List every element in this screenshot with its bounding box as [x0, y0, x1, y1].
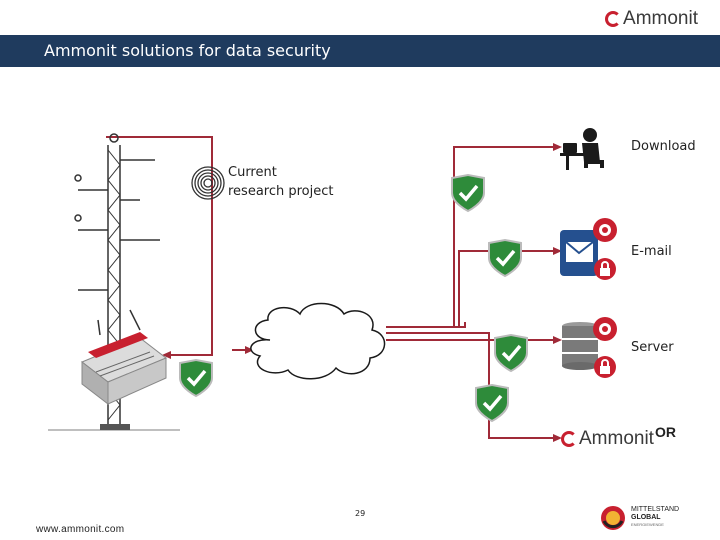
or-label: OR — [655, 424, 676, 440]
line-to-cloud-mid — [386, 322, 466, 328]
email-label: E-mail — [631, 244, 672, 259]
partner-line2: GLOBAL — [631, 514, 661, 521]
server-database-icon — [562, 322, 598, 370]
arrowheads — [162, 143, 562, 442]
page-title: Ammonit solutions for data security — [44, 41, 331, 60]
shield-ammonit — [475, 383, 509, 423]
certificate-seal-icon-email — [593, 218, 617, 242]
shield-server — [494, 333, 528, 373]
arrow-email — [553, 247, 562, 255]
cloud-icon — [250, 302, 386, 380]
ammonit-logo-top: Ammonit — [605, 8, 698, 30]
website-link[interactable]: www.ammonit.com — [36, 524, 125, 535]
shield-logger — [179, 358, 213, 398]
certificate-seal-icon-server — [593, 317, 617, 341]
ammonit-logo-bottom: Ammonit — [561, 428, 654, 450]
line-to-email — [458, 250, 556, 327]
title-bar — [0, 35, 720, 67]
line-to-download — [453, 146, 556, 327]
partner-logo-text: MITTELSTAND GLOBAL ENERGIEWENDE — [631, 506, 679, 527]
current-project-line2: research project — [228, 184, 334, 199]
ammonit-logo-icon-bottom — [561, 431, 577, 447]
current-project-label: Current research project — [228, 163, 334, 201]
server-label: Server — [631, 340, 674, 355]
shield-download — [451, 173, 485, 213]
download-label: Download — [631, 139, 696, 154]
arrow-ammonit — [553, 434, 562, 442]
ammonit-logo-icon — [605, 11, 622, 27]
line-to-ammonit — [386, 332, 556, 439]
page-number: 29 — [355, 509, 366, 518]
arrow-server — [553, 336, 562, 344]
lock-icon-server — [594, 356, 616, 378]
partner-line1: MITTELSTAND — [631, 506, 680, 513]
line-tower-to-current — [106, 136, 213, 356]
current-project-line1: Current — [228, 165, 277, 180]
ammonit-logo-bottom-text: Ammonit — [579, 428, 654, 449]
shield-email — [488, 238, 522, 278]
email-envelope-icon — [560, 230, 598, 276]
arrow-download — [553, 143, 562, 151]
partner-logo-icon — [601, 506, 625, 530]
arrow-logger — [162, 351, 171, 359]
partner-line3: ENERGIEWENDE — [631, 522, 664, 527]
data-logger-icon — [81, 332, 167, 406]
lock-icon-email — [594, 258, 616, 280]
person-at-computer-icon — [560, 128, 604, 170]
fingerprint-icon — [191, 166, 225, 200]
ammonit-logo-text: Ammonit — [623, 8, 698, 29]
arrow-cloud — [245, 346, 254, 354]
